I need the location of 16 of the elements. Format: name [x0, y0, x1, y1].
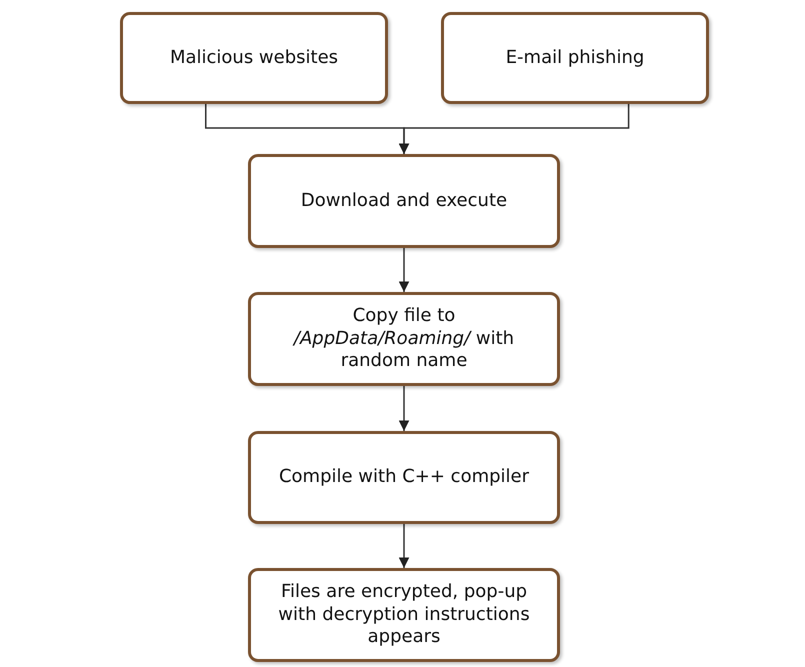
process-box: [248, 154, 560, 248]
process-box: [248, 431, 560, 524]
arrow: [398, 104, 630, 154]
box-label: Copy file to /AppData/Roaming/ with random name: [292, 305, 516, 373]
arrow: [398, 248, 410, 292]
process-box: [248, 292, 560, 386]
arrow: [398, 524, 410, 568]
box-label: E-mail phishing: [504, 46, 646, 70]
arrow: [398, 386, 410, 431]
box-label: Download and execute: [300, 190, 508, 212]
process-box: [248, 568, 560, 662]
box-label: Compile with C++ compiler: [278, 466, 530, 489]
process-box: [441, 12, 709, 104]
process-box: [120, 12, 388, 104]
box-label: Files are encrypted, pop-up with decryption instructions appears: [277, 581, 531, 649]
box-label: Malicious websites: [168, 46, 340, 70]
